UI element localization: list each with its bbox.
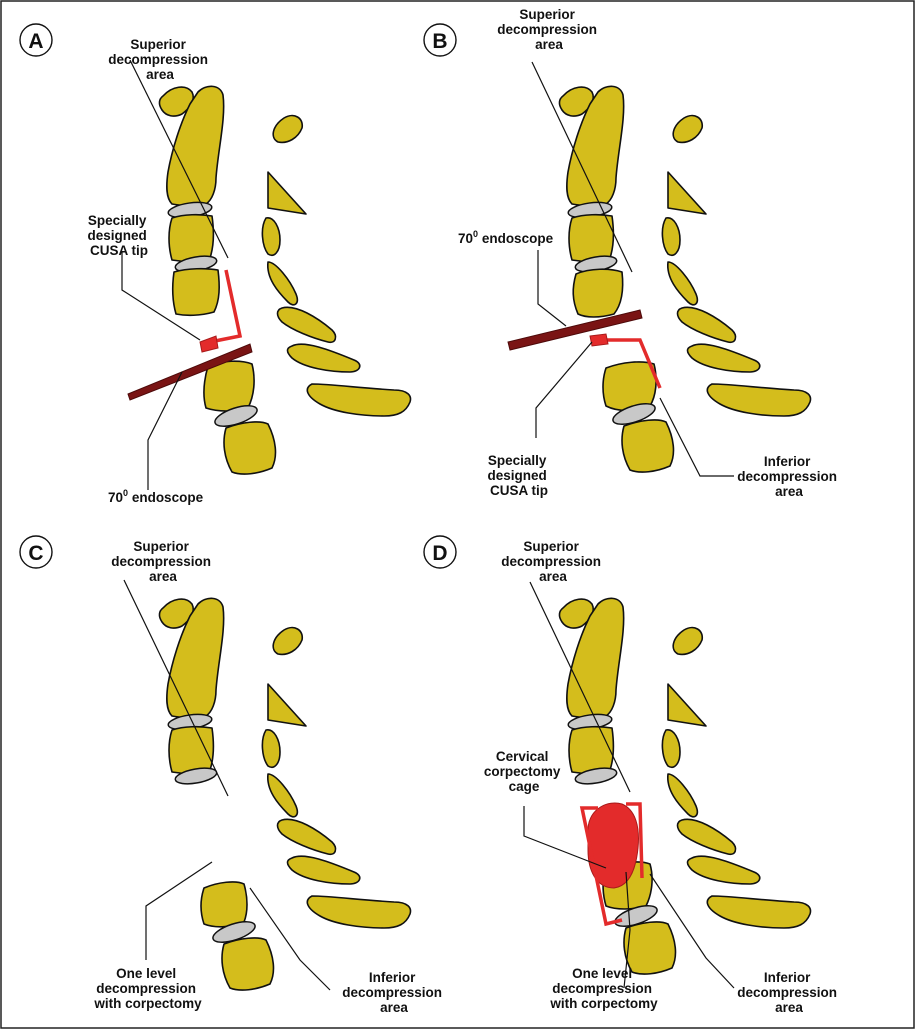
panel-b-superior-label: Superior decompression area [497,7,601,52]
panel-b-badge: B [424,24,456,56]
panel-d-spine [559,598,810,974]
panel-a-spine [159,86,410,474]
panel-c: C Superior decompression area One level … [20,536,446,1015]
panel-d-inferior-label: Inferior decompression area [737,970,841,1015]
panel-b-inferior-label: Inferior decompression area [737,454,841,499]
panel-b-cusa-tip-label: Specially designed CUSA tip [487,453,550,498]
panel-b: B Superior decompression area [424,7,841,499]
panel-b-endoscope [508,310,642,350]
panel-c-superior-label: Superior decompression area [111,539,215,584]
panel-a-superior-label: Superior decompression area [108,37,212,82]
panel-d-cage-label: Cervical corpectomy cage [484,749,564,794]
panel-c-one-level-label: One level decompression with corpectomy [93,966,202,1011]
svg-text:C: C [28,542,43,565]
panel-a-endoscope-label: 700 endoscope [108,488,204,505]
svg-text:A: A [28,30,43,53]
panel-b-spine [559,86,810,472]
panel-a: A Superior decompression area [20,24,410,505]
panel-c-badge: C [20,536,52,568]
panel-a-cusa-tip-label: Specially designed CUSA tip [87,213,150,258]
panel-c-inferior-label: Inferior decompression area [342,970,446,1015]
panel-d-superior-label: Superior decompression area [501,539,605,584]
panel-b-endoscope-label: 700 endoscope [458,229,554,246]
svg-text:B: B [432,30,447,53]
panel-c-spine [159,598,410,990]
svg-text:D: D [432,542,447,565]
panel-d: D Superior decompression area Cervical [424,536,841,1015]
panel-d-badge: D [424,536,456,568]
panel-a-badge: A [20,24,52,56]
